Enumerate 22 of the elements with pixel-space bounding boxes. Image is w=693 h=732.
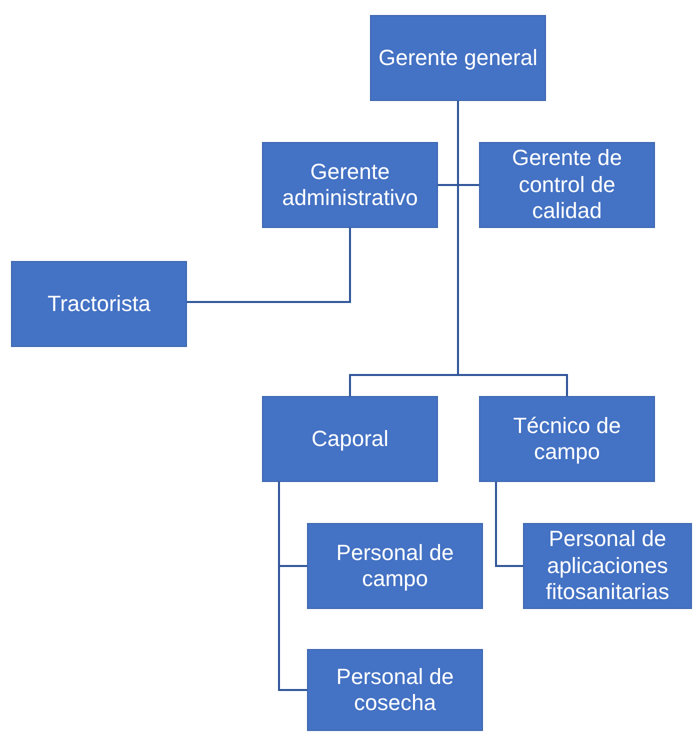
node-title: Caporal (311, 426, 389, 452)
org-box (479, 142, 655, 228)
node-title: Gerente general (378, 44, 538, 72)
node-title: Personal de cosecha (335, 664, 455, 716)
node-title: Gerente de control de calidad (510, 145, 624, 225)
org-box (11, 261, 187, 347)
connector-line (495, 482, 523, 567)
node-title: Personal de aplicaciones fitosanitarias (544, 526, 670, 606)
org-box (262, 142, 438, 228)
node-title: Tractorista (47, 290, 151, 318)
connector-line (187, 228, 351, 303)
org-box (479, 396, 655, 482)
connector-line (278, 482, 307, 691)
node-title: Técnico de campo (512, 412, 622, 466)
org-box (307, 649, 483, 731)
org-box (262, 396, 438, 482)
org-box (307, 523, 483, 609)
node-title: Gerente administrativo (281, 158, 419, 212)
org-box (523, 523, 692, 609)
connector-line (457, 101, 568, 396)
node-title: Personal de campo (335, 540, 455, 592)
org-box (370, 15, 546, 101)
